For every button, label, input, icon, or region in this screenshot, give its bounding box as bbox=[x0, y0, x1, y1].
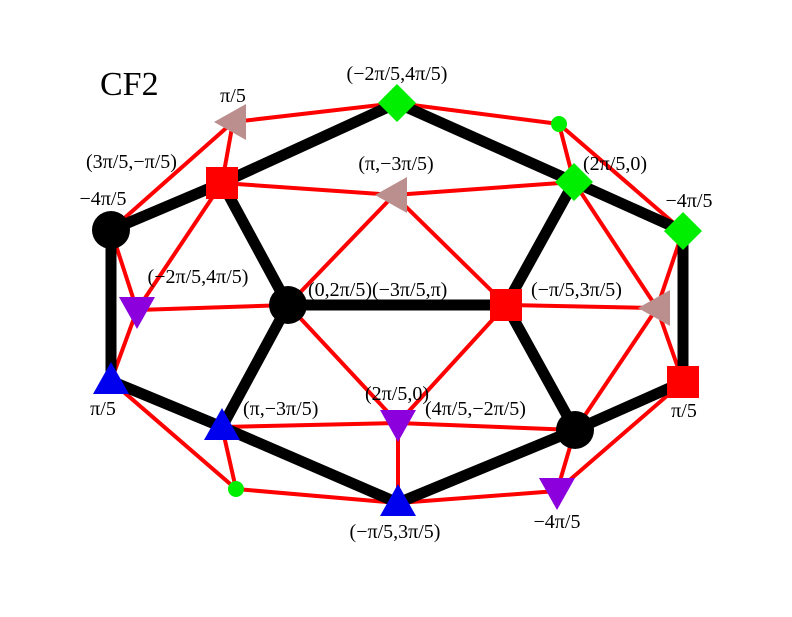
node-label: −4π/5 bbox=[666, 190, 713, 212]
node-n18-green-dot bbox=[228, 481, 244, 497]
thin-edge-n8-n10 bbox=[286, 193, 396, 307]
thin-edge-n3-n4 bbox=[232, 101, 398, 124]
node-label: π/5 bbox=[671, 400, 697, 422]
thin-edge-n12-n16 bbox=[573, 306, 659, 432]
node-n3-tan-triangle-left bbox=[214, 104, 246, 140]
node-label: (2π/5,0) bbox=[365, 383, 429, 405]
diagram-title: CF2 bbox=[100, 66, 159, 103]
thick-edge-n1-n2 bbox=[105, 177, 228, 236]
node-label: π/5 bbox=[90, 398, 116, 420]
thin-edge-n8-n11 bbox=[392, 193, 508, 307]
thin-edge-n19-n20 bbox=[397, 489, 558, 505]
thick-edge-n6-n7 bbox=[568, 176, 689, 237]
node-label: (−π/5,3π/5) bbox=[350, 521, 441, 543]
node-label: (4π/5,−2π/5) bbox=[425, 398, 526, 420]
node-label: (−π/5,3π/5) bbox=[531, 279, 622, 301]
node-n7-green-diamond bbox=[664, 212, 702, 250]
node-label: (2π/5,0) bbox=[583, 153, 647, 175]
node-n8-tan-triangle-left bbox=[375, 177, 407, 213]
thin-edge-n2-n9 bbox=[135, 181, 224, 312]
thick-edge-n16-n19 bbox=[392, 424, 581, 509]
thick-edge-n11-n6 bbox=[500, 176, 580, 311]
nodes bbox=[92, 84, 702, 516]
thick-edge-n2-n10 bbox=[216, 177, 294, 311]
node-n15-purple-triangle-down bbox=[380, 410, 416, 442]
node-n19-blue-triangle-up bbox=[380, 484, 416, 516]
thin-edge-n18-n19 bbox=[235, 487, 399, 505]
thick-edge-n2-n4 bbox=[216, 97, 403, 189]
node-label: (0,2π/5)(−3π/5,π) bbox=[308, 279, 447, 301]
node-label: (3π/5,−π/5) bbox=[86, 151, 177, 173]
node-n5-green-dot bbox=[551, 116, 567, 132]
thin-edge-n9-n10 bbox=[136, 303, 289, 312]
node-n20-purple-triangle-down bbox=[539, 478, 575, 510]
thick-edges bbox=[105, 97, 689, 509]
node-label: (π,−3π/5) bbox=[358, 153, 433, 175]
node-n16-black-circle bbox=[556, 411, 594, 449]
thin-edge-n8-n6 bbox=[393, 180, 575, 197]
node-label: −4π/5 bbox=[80, 188, 127, 210]
node-label: (−2π/5,4π/5) bbox=[148, 266, 249, 288]
thin-edge-n2-n8 bbox=[221, 181, 395, 197]
node-n12-tan-triangle-left bbox=[638, 290, 670, 326]
thick-edge-n14-n13 bbox=[105, 375, 228, 433]
node-n2-red-square bbox=[206, 167, 238, 199]
node-n14-blue-triangle-up bbox=[204, 408, 240, 440]
node-n9-purple-triangle-down bbox=[119, 297, 155, 329]
thin-edge-n6-n12 bbox=[572, 180, 659, 310]
thin-edge-n11-n15 bbox=[396, 303, 508, 425]
thin-edge-n14-n15 bbox=[221, 421, 399, 429]
thin-edge-n13-n18 bbox=[109, 379, 238, 491]
thin-edge-n4-n5 bbox=[396, 101, 560, 126]
node-n1-black-circle bbox=[92, 211, 130, 249]
thin-edge-n5-n7 bbox=[557, 122, 685, 233]
thin-edge-n15-n16 bbox=[397, 421, 576, 432]
node-label: (π,−3π/5) bbox=[243, 398, 318, 420]
thick-edge-n10-n14 bbox=[216, 299, 294, 433]
node-n6-green-diamond bbox=[555, 163, 593, 201]
thick-edge-n17-n16 bbox=[569, 376, 689, 436]
node-label: π/5 bbox=[220, 85, 246, 107]
thick-edge-n19-n14 bbox=[216, 421, 404, 509]
node-label: (−2π/5,4π/5) bbox=[347, 63, 448, 85]
node-n10-black-circle bbox=[269, 286, 307, 324]
thin-edge-n10-n15 bbox=[286, 303, 400, 425]
labels: (−2π/5,4π/5) π/5 (3π/5,−π/5) (π,−3π/5) (2π/5… bbox=[80, 63, 713, 543]
node-label: −4π/5 bbox=[534, 511, 581, 533]
node-n11-red-square bbox=[490, 289, 522, 321]
node-n4-green-diamond bbox=[378, 84, 416, 122]
thick-edge-n11-n16 bbox=[500, 299, 581, 436]
node-n17-red-square bbox=[667, 366, 699, 398]
thin-edge-n17-n20 bbox=[555, 380, 685, 493]
node-n13-blue-triangle-up bbox=[93, 362, 129, 394]
thin-edge-n11-n12 bbox=[505, 303, 658, 310]
thin-edge-n1-n3 bbox=[109, 120, 235, 232]
thick-edge-n4-n6 bbox=[391, 97, 580, 188]
